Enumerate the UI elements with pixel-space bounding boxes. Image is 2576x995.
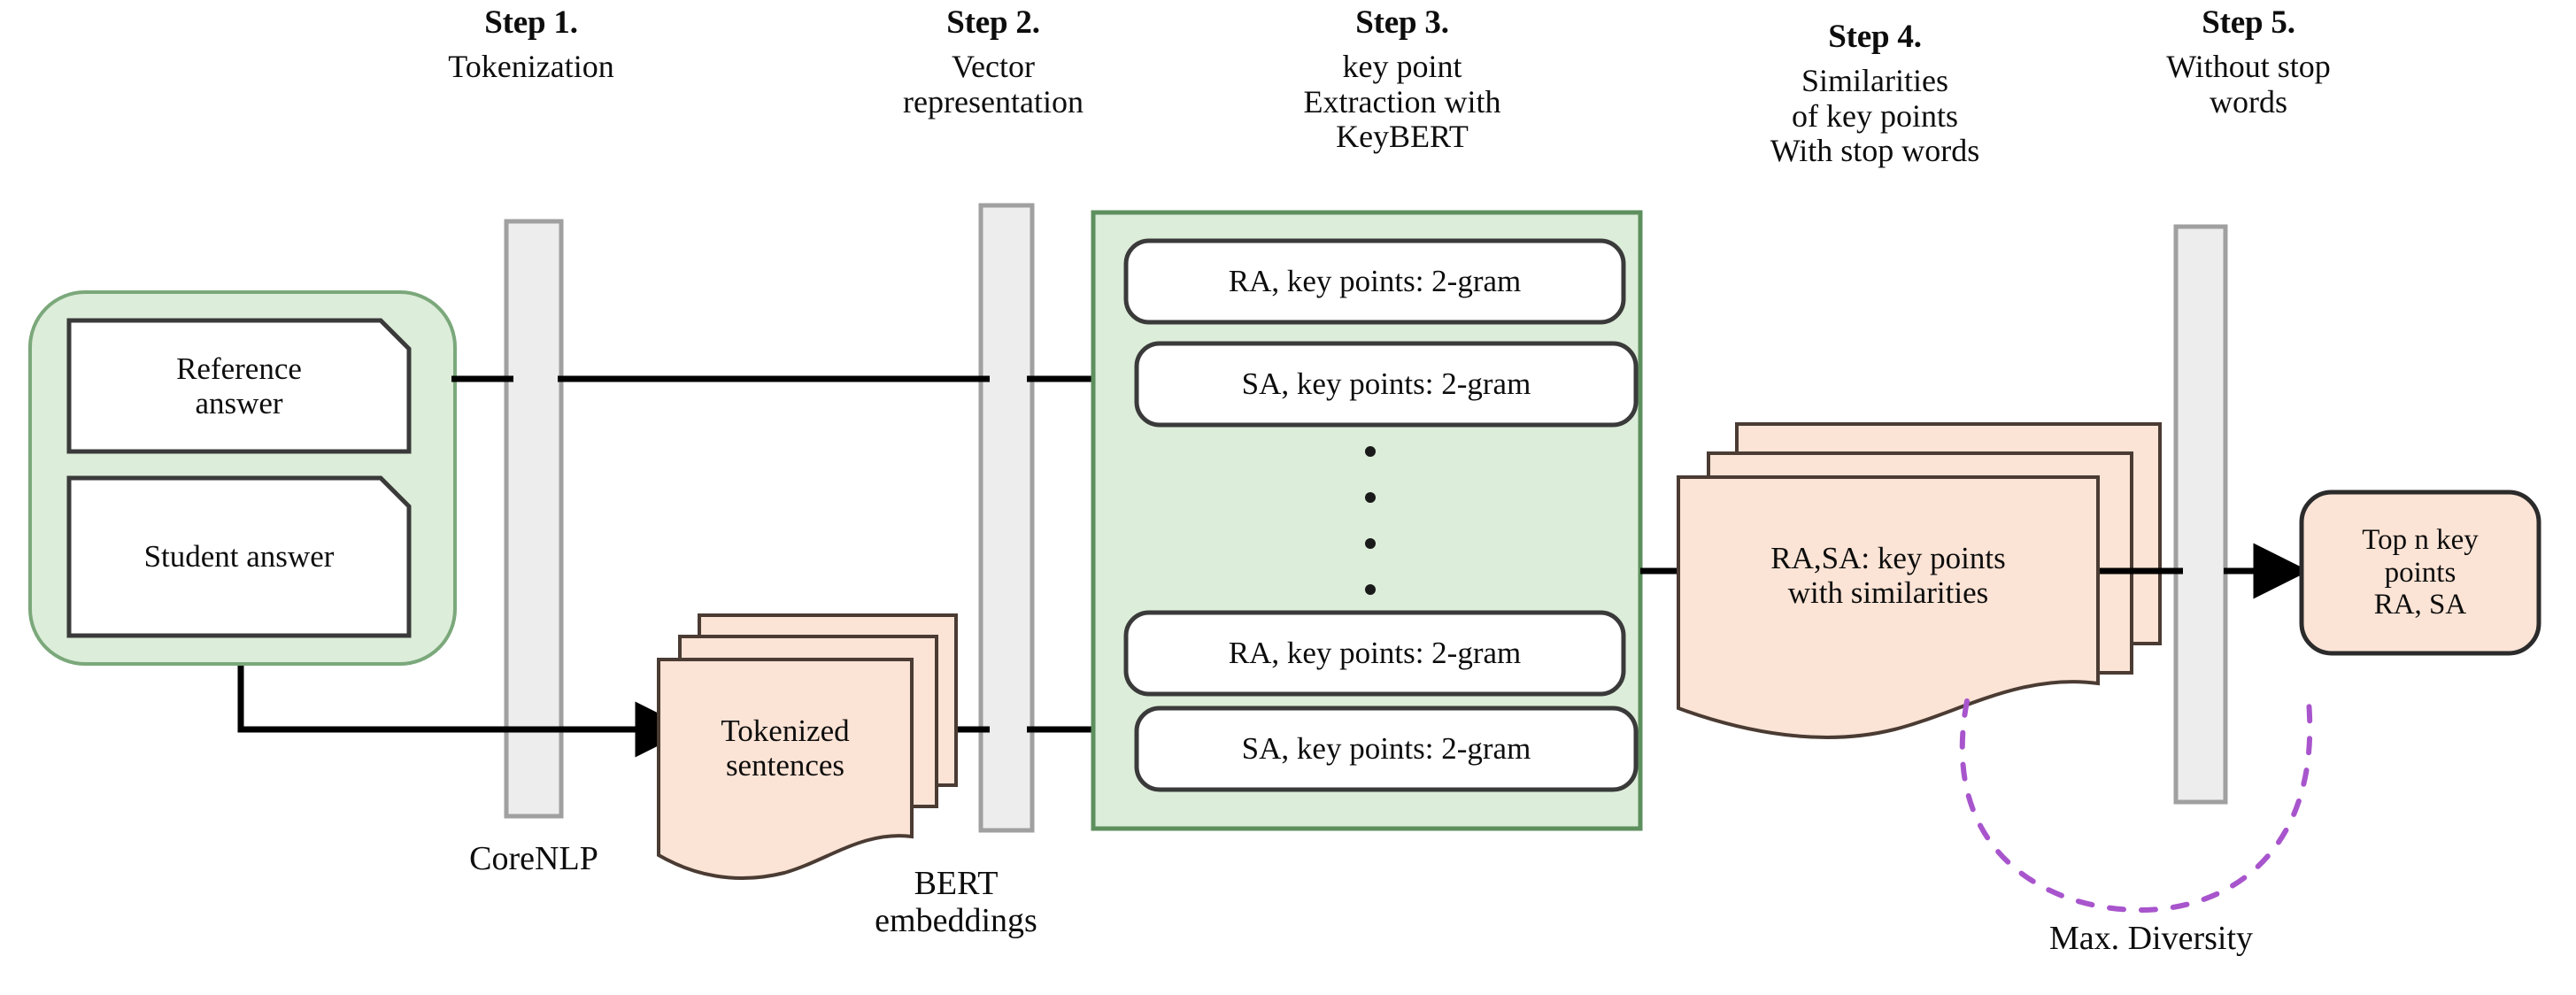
stopword-bar [2173, 224, 2228, 805]
ellipsis-dot [1365, 584, 1376, 595]
similarities-sheet-front [1677, 475, 2100, 739]
ellipsis-dot [1365, 538, 1376, 549]
max-diversity-label: Max. Diversity [2048, 920, 2254, 957]
bert-embeddings-label: BERT embeddings [875, 865, 1037, 939]
step-1-title: Step 1. [484, 4, 578, 41]
top-n-key-points-box [2299, 490, 2541, 656]
step-2-subtitle: Vector representation [903, 49, 1084, 120]
ellipsis-dot [1365, 446, 1376, 457]
step-5-title: Step 5. [2202, 4, 2295, 41]
ellipsis-dot [1365, 492, 1376, 503]
step-2-title: Step 2. [946, 4, 1040, 41]
step-3-subtitle: key point Extraction with KeyBERT [1303, 49, 1501, 155]
keypoint-box-0 [1123, 238, 1626, 325]
bert-bar [978, 203, 1035, 833]
line-student-to-corenlp [237, 666, 620, 733]
step-5-subtitle: Without stop words [2166, 49, 2331, 120]
step-4-title: Step 4. [1828, 19, 1922, 55]
corenlp-bar [504, 219, 564, 819]
reference-answer-shape [66, 318, 412, 454]
keypoint-box-1 [1134, 341, 1639, 428]
step-4-subtitle: Similarities of key points With stop wor… [1770, 63, 1980, 169]
corenlp-label: CoreNLP [469, 840, 598, 877]
max-diversity-arc [1959, 698, 2313, 914]
keypoint-box-2 [1123, 610, 1626, 697]
student-answer-shape [66, 475, 412, 638]
keypoint-box-3 [1134, 706, 1639, 792]
step-3-title: Step 3. [1355, 4, 1449, 41]
tokenized-sheet-front [657, 658, 914, 881]
step-1-subtitle: Tokenization [448, 49, 614, 84]
